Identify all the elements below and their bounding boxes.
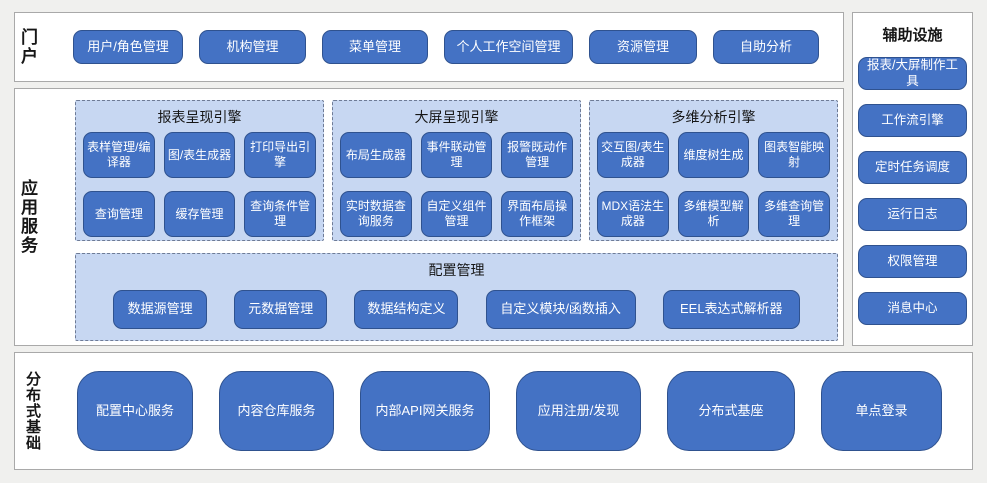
engine-node: 维度树生成 (677, 132, 750, 178)
engine-node: 实时数据查询服务 (340, 191, 412, 237)
bigscreen-engine-grid: 布局生成器 事件联动管理 报警既动作管理 实时数据查询服务 自定义组件管理 界面… (340, 132, 573, 237)
portal-node-workspace-mgmt: 个人工作空间管理 (444, 30, 573, 64)
dist-node-sso: 单点登录 (821, 371, 942, 451)
engine-group-row: 报表呈现引擎 表样管理/编译器 图/表生成器 打印导出引擎 查询管理 缓存管理 … (75, 100, 838, 241)
portal-node-menu-mgmt: 菜单管理 (322, 30, 428, 64)
bigscreen-engine-title: 大屏呈现引擎 (414, 109, 499, 125)
portal-node-resource-mgmt: 资源管理 (589, 30, 697, 64)
report-engine-grid: 表样管理/编译器 图/表生成器 打印导出引擎 查询管理 缓存管理 查询条件管理 (83, 132, 316, 237)
config-node-metadata-mgmt: 元数据管理 (234, 290, 328, 329)
bigscreen-engine-group: 大屏呈现引擎 布局生成器 事件联动管理 报警既动作管理 实时数据查询服务 自定义… (332, 100, 581, 241)
engine-node: 自定义组件管理 (420, 191, 493, 237)
portal-section-label: 门户 (18, 28, 37, 66)
dist-node-api-gateway: 内部API网关服务 (360, 371, 490, 451)
dist-node-content-repo: 内容仓库服务 (219, 371, 334, 451)
engine-node: 缓存管理 (163, 191, 236, 237)
portal-node-org-mgmt: 机构管理 (199, 30, 306, 64)
engine-node: 打印导出引擎 (244, 132, 316, 178)
config-node-data-structure: 数据结构定义 (354, 290, 459, 329)
engine-node: 事件联动管理 (420, 132, 493, 178)
engine-node: 查询条件管理 (244, 191, 316, 237)
app-services-section: 应用服务 报表呈现引擎 表样管理/编译器 图/表生成器 打印导出引擎 查询管理 … (14, 88, 844, 346)
dist-node-config-center: 配置中心服务 (77, 371, 193, 451)
aux-node-run-logs: 运行日志 (858, 198, 967, 231)
engine-node: 报警既动作管理 (501, 132, 573, 178)
engine-node: 多维模型解析 (677, 191, 750, 237)
report-engine-group: 报表呈现引擎 表样管理/编译器 图/表生成器 打印导出引擎 查询管理 缓存管理 … (75, 100, 324, 241)
portal-section: 门户 用户/角色管理 机构管理 菜单管理 个人工作空间管理 资源管理 自助分析 (14, 12, 844, 82)
engine-node: 查询管理 (83, 191, 155, 237)
config-node-eel-parser: EEL表达式解析器 (662, 290, 800, 329)
engine-node: 图/表生成器 (163, 132, 236, 178)
aux-node-report-tools: 报表/大屏制作工具 (858, 57, 967, 90)
distributed-section-label: 分布式基础 (24, 371, 41, 451)
app-services-content: 报表呈现引擎 表样管理/编译器 图/表生成器 打印导出引擎 查询管理 缓存管理 … (61, 89, 843, 345)
engine-node: 多维查询管理 (758, 191, 830, 237)
aux-node-permission-mgmt: 权限管理 (858, 245, 967, 278)
auxiliary-section: 辅助设施 报表/大屏制作工具 工作流引擎 定时任务调度 运行日志 权限管理 消息… (852, 12, 973, 346)
portal-node-self-analysis: 自助分析 (713, 30, 819, 64)
report-engine-title: 报表呈现引擎 (157, 109, 242, 125)
olap-engine-title: 多维分析引擎 (671, 109, 756, 125)
engine-node: 表样管理/编译器 (83, 132, 155, 178)
portal-node-row: 用户/角色管理 机构管理 菜单管理 个人工作空间管理 资源管理 自助分析 (73, 30, 819, 64)
config-node-custom-module: 自定义模块/函数插入 (485, 290, 636, 329)
portal-node-user-role-mgmt: 用户/角色管理 (73, 30, 183, 64)
dist-node-app-registry: 应用注册/发现 (516, 371, 641, 451)
engine-node: 界面布局操作框架 (501, 191, 573, 237)
engine-node: 交互图/表生成器 (597, 132, 669, 178)
engine-node: MDX语法生成器 (597, 191, 669, 237)
aux-node-task-scheduler: 定时任务调度 (858, 151, 967, 184)
aux-node-message-center: 消息中心 (858, 292, 967, 325)
engine-node: 布局生成器 (340, 132, 412, 178)
aux-node-workflow-engine: 工作流引擎 (858, 104, 967, 137)
config-node-row: 数据源管理 元数据管理 数据结构定义 自定义模块/函数插入 EEL表达式解析器 (86, 290, 827, 329)
olap-engine-grid: 交互图/表生成器 维度树生成 图表智能映射 MDX语法生成器 多维模型解析 多维… (597, 132, 830, 237)
distributed-section: 分布式基础 配置中心服务 内容仓库服务 内部API网关服务 应用注册/发现 分布… (14, 352, 973, 470)
distributed-node-row: 配置中心服务 内容仓库服务 内部API网关服务 应用注册/发现 分布式基座 单点… (77, 371, 942, 451)
config-mgmt-title: 配置管理 (428, 262, 485, 278)
auxiliary-section-label: 辅助设施 (882, 27, 943, 44)
app-services-section-label: 应用服务 (18, 179, 37, 255)
olap-engine-group: 多维分析引擎 交互图/表生成器 维度树生成 图表智能映射 MDX语法生成器 多维… (589, 100, 838, 241)
engine-node: 图表智能映射 (758, 132, 830, 178)
config-node-datasource-mgmt: 数据源管理 (113, 290, 208, 329)
config-mgmt-group: 配置管理 数据源管理 元数据管理 数据结构定义 自定义模块/函数插入 EEL表达… (75, 253, 838, 341)
dist-node-distributed-base: 分布式基座 (667, 371, 795, 451)
